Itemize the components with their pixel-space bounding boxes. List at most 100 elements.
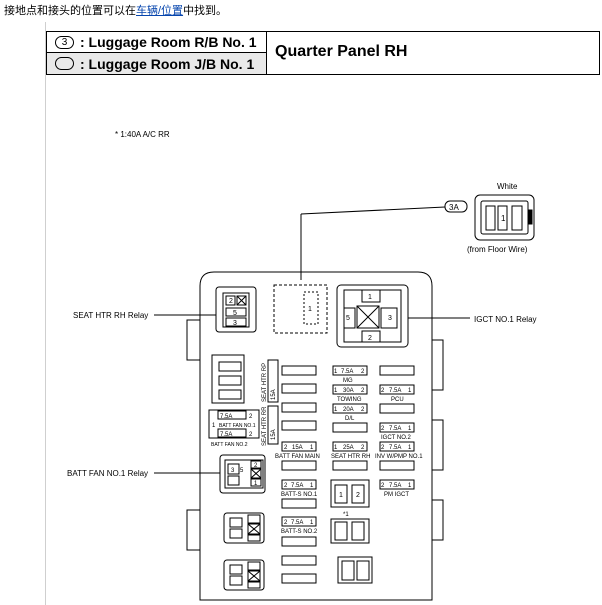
- shrh-name: SEAT HTR RH: [331, 454, 370, 460]
- fuse-column-right: 2 7.5A 1 PCU 2 7.5A 1 IGCT NO.2 2 7.5A 1…: [375, 365, 423, 498]
- jb-symbol-badge: [55, 57, 74, 70]
- pmigct-right: 1: [408, 483, 412, 489]
- batt-fan-no1-rating: 7.5A: [220, 414, 232, 420]
- batt-fan-no1-relay: 3 5 2 1: [219, 454, 266, 494]
- batt-fan-no2-rating: 7.5A: [220, 432, 232, 438]
- bs1-right: 1: [310, 483, 314, 489]
- seat-htr-rh-fuse: [332, 441, 368, 452]
- seat-htr-rp-fuse: 15A SEAT HTR RP: [262, 359, 279, 403]
- pmigct-name: PM IGCT: [384, 492, 409, 498]
- batt-fan-fuses: 7.5A 2 BATT FAN NO.1 7.5A 2 1 BATT FAN N…: [208, 409, 260, 448]
- igct-pin-1: 1: [368, 294, 372, 301]
- pmigct-left: 2: [381, 483, 385, 489]
- seat-htr-pin-2: 2: [229, 298, 233, 305]
- inv-left: 2: [381, 445, 385, 451]
- shrh-left: 1: [334, 445, 338, 451]
- bs1-left: 2: [284, 483, 288, 489]
- ac-rr-note: * 1:40A A/C RR: [115, 130, 170, 139]
- from-floor-wire-label: (from Floor Wire): [467, 245, 528, 254]
- shrh-right: 2: [361, 445, 365, 451]
- batt-relay-pin-5: 5: [240, 468, 244, 474]
- shrh-rating: 25A: [343, 445, 354, 451]
- bfm-right: 1: [310, 445, 314, 451]
- white-label: White: [497, 182, 518, 191]
- star1-label: *1: [343, 512, 349, 518]
- bs2-right: 1: [310, 520, 314, 526]
- pmigct-rating: 7.5A: [389, 483, 401, 489]
- pcu-left: 2: [381, 388, 385, 394]
- igct-pin-5: 5: [346, 315, 350, 322]
- batt-fan-no2-pin: 2: [249, 432, 253, 438]
- towing-left: 1: [334, 388, 338, 394]
- dl-name: D/L: [345, 416, 355, 422]
- seat-htr-rh-relay: 2 5 3: [215, 286, 257, 333]
- pcu-rating: 7.5A: [389, 388, 401, 394]
- pcu-name: PCU: [391, 397, 404, 403]
- header-row-jb: : Luggage Room J/B No. 1: [47, 53, 267, 74]
- bs2-name: BATT-S NO.2: [281, 529, 318, 535]
- batt-fan-main-fuse: [281, 441, 317, 452]
- left-terminal-block: [211, 354, 245, 404]
- junction-block-housing: [186, 271, 444, 601]
- bfm-rating: 15A: [292, 445, 303, 451]
- inv-name: INV W/PMP NO.1: [375, 454, 423, 460]
- seat-htr-rr-name: SEAT HTR RR: [262, 406, 268, 446]
- mg-left: 1: [334, 369, 338, 375]
- batt-fan-no1-name: BATT FAN NO.1: [219, 423, 256, 429]
- batt-relay-pin-3: 3: [231, 468, 235, 474]
- intro-prefix: 接地点和接头的位置可以在: [4, 5, 136, 17]
- seat-htr-pin-3: 3: [233, 320, 237, 327]
- igct-no1-relay: 1 5 3 2: [336, 284, 409, 348]
- bs2-left: 2: [284, 520, 288, 526]
- batt-fan-no1-relay-label: BATT FAN NO.1 Relay: [67, 469, 148, 478]
- mg-right: 2: [361, 369, 365, 375]
- connector-3a-area: [273, 284, 328, 334]
- bfm-left: 2: [284, 445, 288, 451]
- header-row-rb: 3 : Luggage Room R/B No. 1: [47, 32, 267, 53]
- dl-right: 2: [361, 407, 365, 413]
- igct-no1-relay-label: IGCT NO.1 Relay: [474, 315, 537, 324]
- batt-relay-pin-2: 2: [254, 463, 258, 469]
- intro-text: 接地点和接头的位置可以在车辆/位置中找到。: [4, 2, 227, 18]
- fuse-column-left: [281, 365, 317, 431]
- inv-rating: 7.5A: [389, 445, 401, 451]
- lower-relay-1: [223, 512, 265, 544]
- bs2-rating: 7.5A: [291, 520, 303, 526]
- vehicle-location-link[interactable]: 车辆/位置: [136, 5, 184, 17]
- igct2-left: 2: [381, 426, 385, 432]
- inv-right: 1: [408, 445, 412, 451]
- igct-pin-2: 2: [368, 335, 372, 342]
- lower-relay-2: [223, 559, 265, 591]
- seat-htr-rp-name: SEAT HTR RP: [262, 363, 268, 402]
- bs1-name: BATT-S NO.1: [281, 492, 318, 498]
- large-fuse-pin-1: 1: [339, 492, 343, 499]
- batt-relay-pin-1: 1: [254, 481, 258, 487]
- mg-name: MG: [343, 378, 353, 384]
- igct2-right: 1: [408, 426, 412, 432]
- content-border: [45, 22, 46, 605]
- fuse-column-center: 1 7.5A 2 MG 1 30A 2 TOWING 1 20A 2 D/L: [332, 365, 368, 433]
- mg-rating: 7.5A: [341, 369, 353, 375]
- connector-code-3a: 3A: [449, 203, 459, 212]
- floor-wire-connector: 1: [474, 194, 535, 241]
- dl-rating: 20A: [343, 407, 354, 413]
- bs1-rating: 7.5A: [291, 483, 303, 489]
- pcu-right: 1: [408, 388, 412, 394]
- towing-right: 2: [361, 388, 365, 394]
- seat-htr-rr-rating: 15A: [271, 429, 277, 440]
- floor-pin-1: 1: [501, 214, 506, 223]
- igct2-rating: 7.5A: [389, 426, 401, 432]
- seat-htr-rh-relay-label: SEAT HTR RH Relay: [73, 311, 148, 320]
- jb-label: : Luggage Room J/B No. 1: [80, 55, 255, 72]
- intro-suffix: 中找到。: [183, 5, 228, 17]
- dl-left: 1: [334, 407, 338, 413]
- batt-s-no1-fuse: [281, 479, 317, 490]
- batt-fan-pin-1: 1: [212, 423, 216, 429]
- seat-htr-rp-rating: 15A: [271, 389, 277, 400]
- seat-htr-rr-fuse: 15A SEAT HTR RR: [262, 405, 279, 446]
- towing-rating: 30A: [343, 388, 354, 394]
- igct2-name: IGCT NO.2: [381, 435, 412, 441]
- location-header-table: 3 : Luggage Room R/B No. 1 : Luggage Roo…: [46, 31, 600, 75]
- rb-label: : Luggage Room R/B No. 1: [80, 34, 257, 50]
